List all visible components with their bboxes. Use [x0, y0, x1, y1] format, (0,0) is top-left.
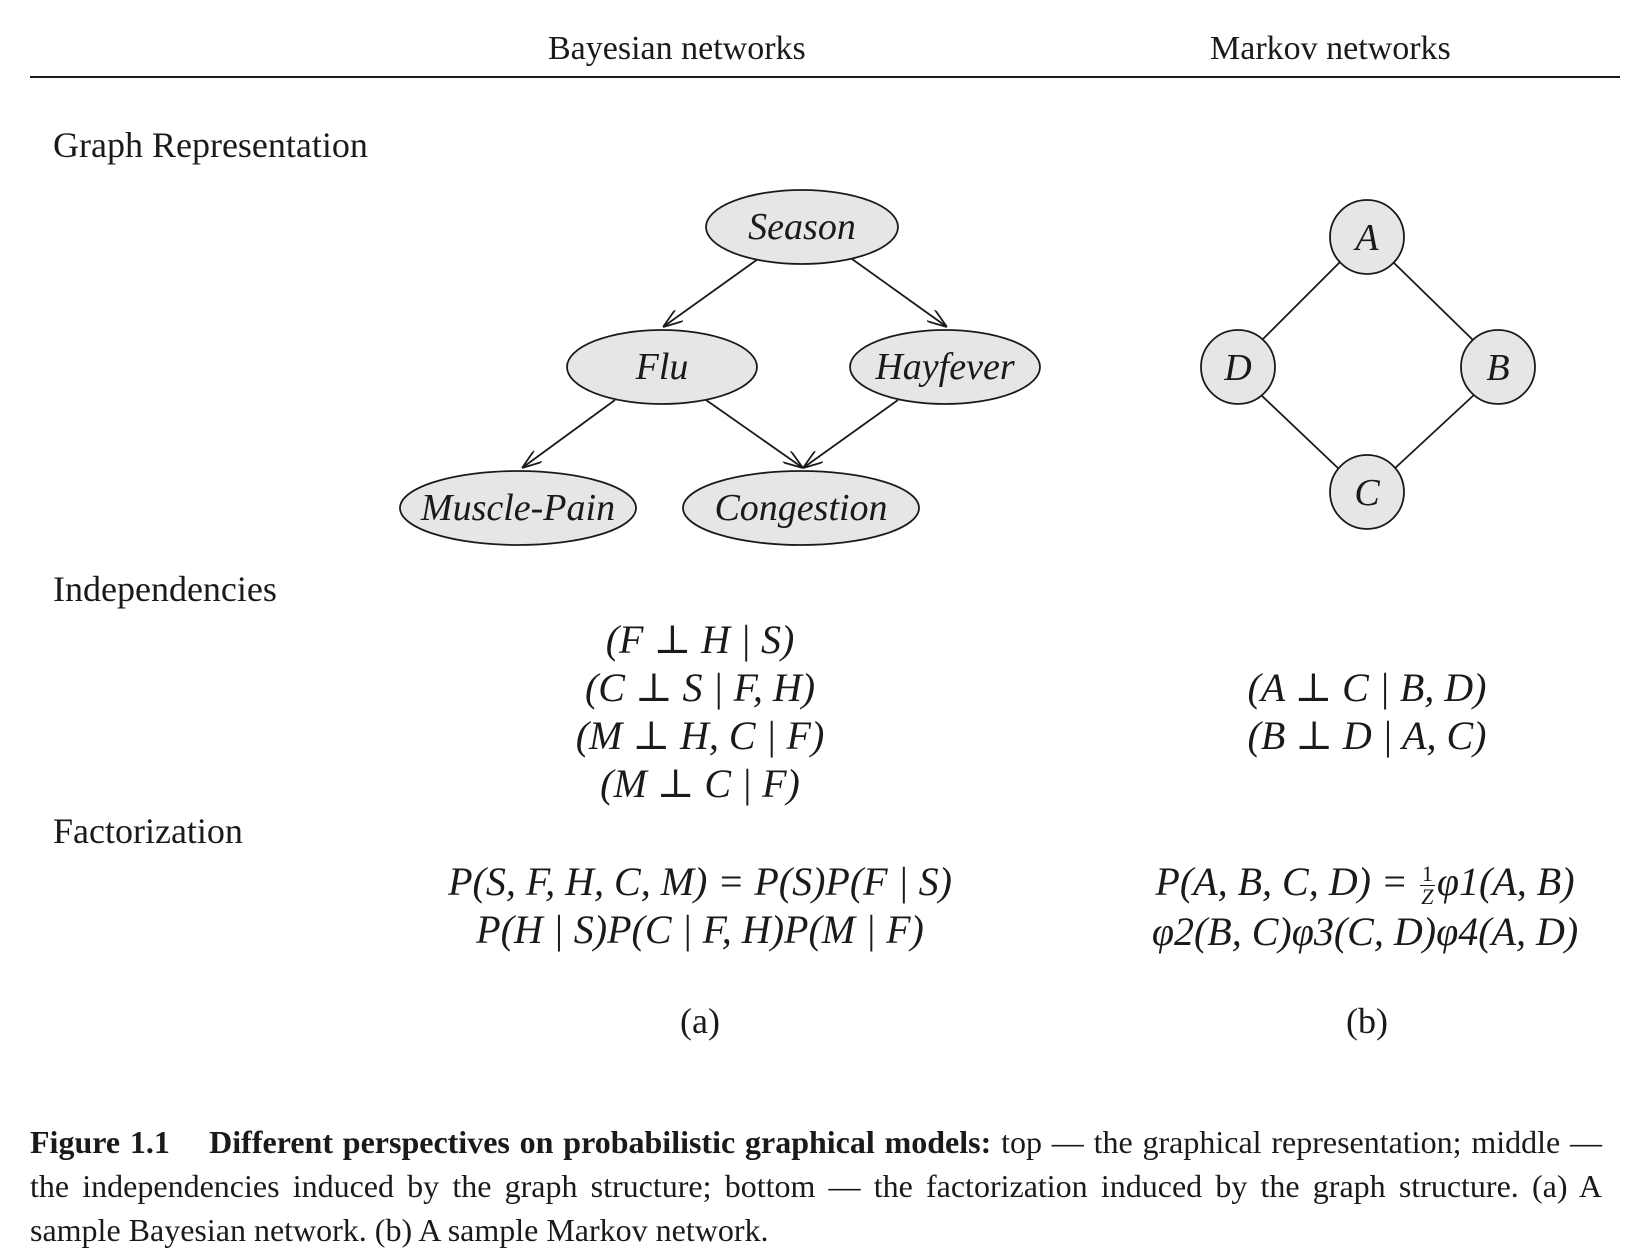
node-c-label: C [1354, 472, 1380, 514]
node-c: C [1329, 454, 1405, 530]
header-rule [30, 76, 1620, 78]
fraction-denominator: Z [1421, 884, 1434, 910]
fraction-one-over-z: 1 Z [1419, 861, 1435, 910]
edge-a-d [1259, 261, 1341, 343]
node-season-label: Season [748, 206, 856, 248]
node-hayfever-label: Hayfever [874, 346, 1014, 388]
edge-d-c [1259, 393, 1341, 471]
bayes-independency: (M ⊥ C | F) [600, 761, 800, 806]
caption-figure-number: Figure 1.1 [30, 1124, 170, 1160]
bayes-factorization: P(S, F, H, C, M) = P(S)P(F | S) P(H | S)… [380, 858, 1020, 954]
edge-hayfever-congestion [803, 399, 899, 468]
bayes-independency: (M ⊥ H, C | F) [575, 713, 825, 758]
bayes-independencies: (F ⊥ H | S) (C ⊥ S | F, H) (M ⊥ H, C | F… [500, 616, 900, 808]
bayes-independency: (F ⊥ H | S) [605, 617, 795, 662]
markov-factorization-line1: P(A, B, C, D) = 1 Z φ1(A, B) [1090, 858, 1640, 908]
node-d-label: D [1223, 347, 1251, 389]
graph-diagrams: Season Flu Hayfever Muscle-Pain Congesti… [399, 189, 1536, 546]
markov-edges [1259, 261, 1476, 471]
markov-networks-header: Markov networks [1210, 30, 1451, 67]
markov-factorization-line2: φ2(B, C)φ3(C, D)φ4(A, D) [1151, 909, 1579, 955]
node-muscle-pain-label: Muscle-Pain [420, 487, 615, 529]
markov-factorization: P(A, B, C, D) = 1 Z φ1(A, B) φ2(B, C)φ3(… [1090, 858, 1640, 956]
independencies-label: Independencies [53, 569, 277, 609]
bayes-edges [522, 258, 947, 468]
node-d: D [1200, 329, 1276, 405]
sublabel-a: (a) [680, 1001, 720, 1041]
fraction-numerator: 1 [1419, 861, 1435, 887]
node-congestion-label: Congestion [714, 487, 887, 529]
edge-flu-musclepain [522, 399, 616, 468]
node-a-label: A [1352, 217, 1379, 259]
bayes-factorization-line: P(S, F, H, C, M) = P(S)P(F | S) [448, 859, 952, 904]
edge-season-flu [663, 258, 759, 327]
markov-independencies: (A ⊥ C | B, D) (B ⊥ D | A, C) [1147, 664, 1587, 760]
graph-representation-label: Graph Representation [53, 125, 368, 165]
node-season: Season [705, 189, 899, 265]
caption-title: Different perspectives on probabilistic … [209, 1124, 992, 1160]
bayesian-networks-header: Bayesian networks [548, 30, 806, 67]
edge-flu-congestion [705, 399, 803, 468]
edge-a-b [1392, 261, 1476, 343]
node-hayfever: Hayfever [849, 329, 1041, 405]
markov-factorization-lhs: P(A, B, C, D) = [1155, 859, 1408, 904]
edge-b-c [1392, 393, 1476, 471]
bayes-factorization-line: P(H | S)P(C | F, H)P(M | F) [476, 907, 924, 952]
node-a: A [1329, 199, 1405, 275]
bayes-independency: (C ⊥ S | F, H) [584, 665, 816, 710]
edge-season-hayfever [851, 258, 947, 327]
node-flu: Flu [566, 329, 758, 405]
node-muscle-pain: Muscle-Pain [399, 470, 637, 546]
factorization-label: Factorization [53, 811, 243, 851]
node-b: B [1460, 329, 1536, 405]
sublabel-b: (b) [1346, 1001, 1388, 1041]
caption-text: top — the graphical representation; midd… [30, 1124, 1603, 1248]
node-congestion: Congestion [682, 470, 920, 546]
markov-factorization-rhs: φ1(A, B) [1436, 859, 1575, 904]
node-b-label: B [1486, 347, 1509, 389]
node-flu-label: Flu [635, 346, 689, 388]
markov-independency: (A ⊥ C | B, D) [1247, 665, 1487, 710]
markov-independency: (B ⊥ D | A, C) [1247, 713, 1487, 758]
figure-caption: Figure 1.1 Different perspectives on pro… [30, 1120, 1602, 1252]
